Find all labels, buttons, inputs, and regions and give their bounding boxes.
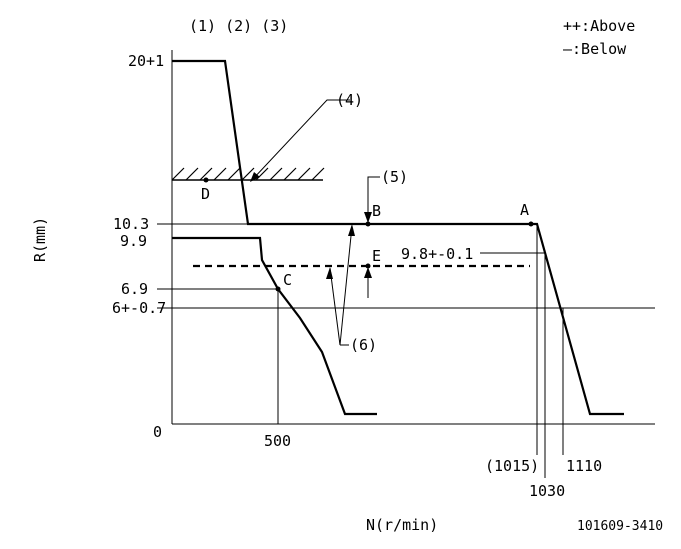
stopper-hatch (171, 167, 325, 181)
x-tick-1015: (1015) (485, 457, 539, 475)
point-e-label: E (372, 247, 381, 265)
point-c-label: C (283, 271, 292, 289)
point-b-label: B (372, 202, 381, 220)
leader-5 (367, 176, 380, 212)
y-tick-20: 20+1 (128, 52, 164, 70)
lower-curve (172, 236, 377, 416)
leader-6a (339, 225, 353, 346)
leader-4-arrowhead (250, 172, 260, 182)
y-tick-6-9: 6.9 (121, 280, 148, 298)
ref-5-label: (5) (381, 168, 408, 186)
point-c-marker (275, 286, 281, 292)
drawing-number: 101609-3410 (577, 519, 663, 534)
y-tick-6: 6+-0.7 (112, 299, 166, 317)
x-axis-label: N(r/min) (366, 516, 438, 534)
y-tick-9-9: 9.9 (120, 232, 147, 250)
legend-above: ++:Above (563, 17, 635, 35)
y-tick-10-3: 10.3 (113, 215, 149, 233)
top-refs-label: (1) (2) (3) (189, 17, 288, 35)
point-e-marker (365, 263, 371, 269)
y-axis-label: R(mm) (31, 217, 49, 262)
point-d-marker (203, 177, 209, 183)
ref-6-label: (6) (350, 336, 377, 354)
spec-e-label: 9.8+-0.1 (401, 245, 473, 263)
point-a-marker (528, 221, 534, 227)
arrow-5-up (364, 267, 372, 278)
y-tick-0: 0 (153, 423, 162, 441)
arrow-5-down (364, 212, 372, 223)
legend-below: —:Below (563, 40, 627, 58)
ref-4-label: (4) (336, 91, 363, 109)
leader-6b (329, 267, 341, 346)
x-tick-500: 500 (264, 432, 291, 450)
leader-4 (251, 99, 350, 181)
x-tick-1030: 1030 (529, 482, 565, 500)
leader-6b-arrowhead (326, 267, 333, 279)
point-a-label: A (520, 201, 529, 219)
point-b-marker (365, 221, 371, 227)
x-tick-1110: 1110 (566, 457, 602, 475)
upper-curve (172, 59, 624, 416)
point-d-label: D (201, 185, 210, 203)
leader-6a-arrowhead (348, 224, 355, 236)
